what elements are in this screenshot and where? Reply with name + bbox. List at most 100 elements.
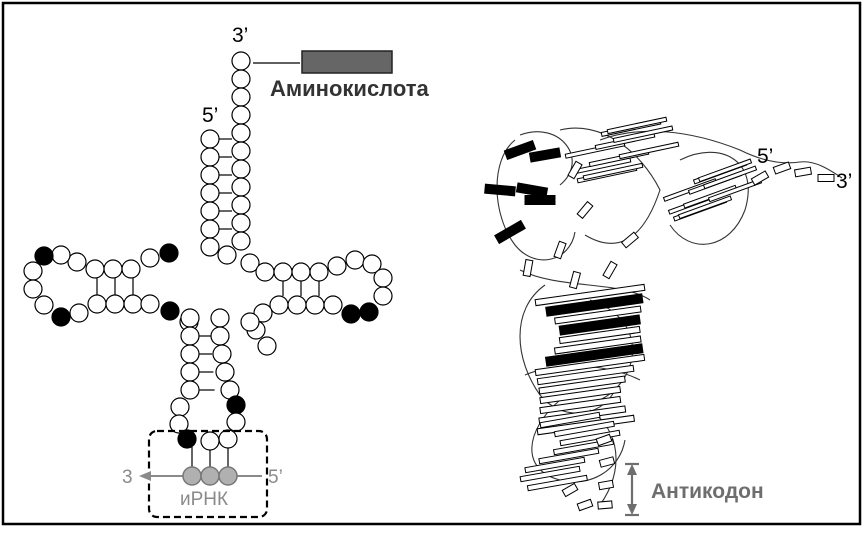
ribbon-plank: [598, 480, 613, 489]
nucleotide: [292, 263, 310, 281]
nucleotide: [201, 130, 219, 148]
nucleotide: [201, 202, 219, 220]
ribbon-plank: [577, 499, 593, 510]
mrna-arrow-head: [139, 471, 151, 481]
nucleotide: [201, 220, 219, 238]
ribbon-plank: [622, 232, 639, 248]
nucleotide: [124, 295, 142, 313]
nucleotide: [218, 246, 236, 264]
nucleotide: [216, 363, 234, 381]
modified-nucleotide: [360, 303, 378, 321]
ribbon-plank-dark: [485, 184, 516, 196]
nucleotide: [35, 296, 53, 314]
nucleotide: [227, 413, 245, 431]
nucleotide: [219, 430, 237, 448]
nucleotide: [106, 295, 124, 313]
nucleotide: [274, 263, 292, 281]
modified-nucleotide: [35, 247, 53, 265]
anticodon-bracket: [625, 464, 639, 515]
nucleotide: [324, 296, 342, 314]
nucleotide: [232, 106, 250, 124]
modified-nucleotide: [160, 244, 178, 262]
ribbon-plank-dark: [495, 221, 525, 244]
mrna-codon-base-2: [201, 467, 219, 485]
nucleotide: [328, 257, 346, 275]
ribbon-plank: [570, 271, 581, 288]
modified-nucleotide: [52, 308, 70, 326]
nucleotide: [232, 160, 250, 178]
mrna-label: иРНК: [180, 489, 228, 510]
nucleotide: [211, 327, 229, 345]
ribbon-plank: [523, 260, 533, 277]
nucleotide: [88, 295, 106, 313]
nucleotide: [70, 304, 88, 322]
ribbon-backbone: [497, 128, 842, 505]
nucleotide: [141, 249, 159, 267]
nucleotide: [270, 296, 288, 314]
ribbon-plank: [598, 501, 613, 509]
ribbon-plank: [795, 167, 812, 177]
modified-nucleotide: [227, 396, 245, 414]
nucleotide: [258, 337, 276, 355]
nucleotide: [141, 295, 159, 313]
nucleotide: [68, 253, 86, 271]
ribbon-plank-dark: [516, 183, 547, 197]
amino-acid-bar: [302, 51, 392, 73]
ribbon-plank-dark: [525, 196, 555, 205]
trna-3d-structure: 5’ 3’ Антикодон: [485, 117, 853, 515]
anticodon-label: Антикодон: [651, 480, 764, 503]
nucleotide: [201, 148, 219, 166]
nucleotide: [232, 70, 250, 88]
three-prime-3d-label: 3’: [836, 170, 852, 193]
ribbon-planks: [485, 117, 834, 510]
nucleotide: [104, 260, 122, 278]
nucleotide: [288, 296, 306, 314]
trna-cloverleaf-diagram: 3’ 5’ Аминокислота 3 5’ иРНК: [24, 24, 430, 517]
nucleotide: [241, 313, 259, 331]
mrna-codon-base-1: [183, 467, 201, 485]
nucleotide: [122, 260, 140, 278]
nucleotide: [374, 269, 392, 287]
ribbon-plank: [603, 261, 617, 278]
nucleotide: [232, 178, 250, 196]
nucleotide: [181, 327, 199, 345]
ribbon-plank: [619, 142, 679, 158]
nucleotide: [232, 142, 250, 160]
nucleotide: [232, 88, 250, 106]
nucleotide: [232, 196, 250, 214]
modified-nucleotide: [178, 430, 196, 448]
nucleotide: [181, 345, 199, 363]
ribbon-plank: [818, 175, 834, 182]
nucleotide: [201, 184, 219, 202]
nucleotide: [232, 52, 250, 70]
nucleotide: [52, 246, 70, 264]
ribbon-plank: [577, 202, 593, 219]
nucleotide: [256, 263, 274, 281]
mrna-five-label: 5’: [268, 467, 283, 488]
nucleotide: [211, 309, 229, 327]
nucleotide: [310, 263, 328, 281]
three-prime-top-label: 3’: [232, 24, 248, 47]
nucleotide: [213, 345, 231, 363]
five-prime-3d-label: 5’: [757, 145, 773, 168]
nucleotide: [181, 309, 199, 327]
mrna-codon-base-3: [219, 467, 237, 485]
ribbon-plank: [562, 483, 578, 496]
nucleotide: [201, 166, 219, 184]
nucleotide: [86, 260, 104, 278]
ribbon-plank: [773, 162, 790, 174]
nucleotide: [232, 124, 250, 142]
amino-acid-label: Аминокислота: [270, 76, 430, 101]
nucleotide: [232, 214, 250, 232]
nucleotide: [171, 398, 189, 416]
nucleotide: [374, 287, 392, 305]
modified-nucleotide: [161, 302, 179, 320]
nucleotide: [232, 232, 250, 250]
nucleotide: [346, 251, 364, 269]
nucleotide: [24, 262, 42, 280]
modified-nucleotide: [342, 305, 360, 323]
nucleotide: [201, 432, 219, 450]
nucleotide: [181, 363, 199, 381]
ribbon-plank: [554, 241, 566, 258]
